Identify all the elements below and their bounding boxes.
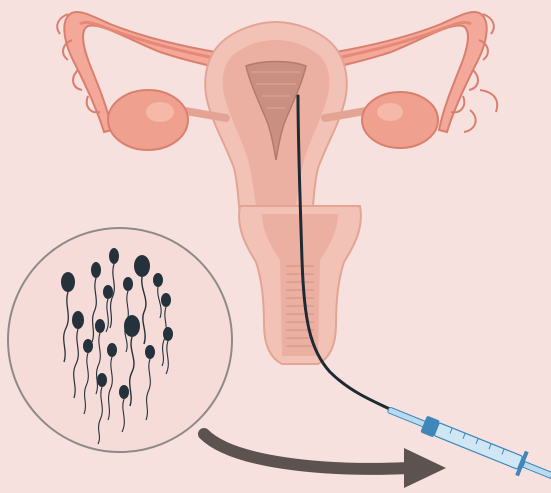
left-ovary-shape xyxy=(108,90,188,150)
sperm-magnifier-circle xyxy=(8,228,232,452)
right-ovary-shape xyxy=(362,92,438,148)
right-follicle xyxy=(377,103,403,121)
left-follicle xyxy=(146,102,174,122)
